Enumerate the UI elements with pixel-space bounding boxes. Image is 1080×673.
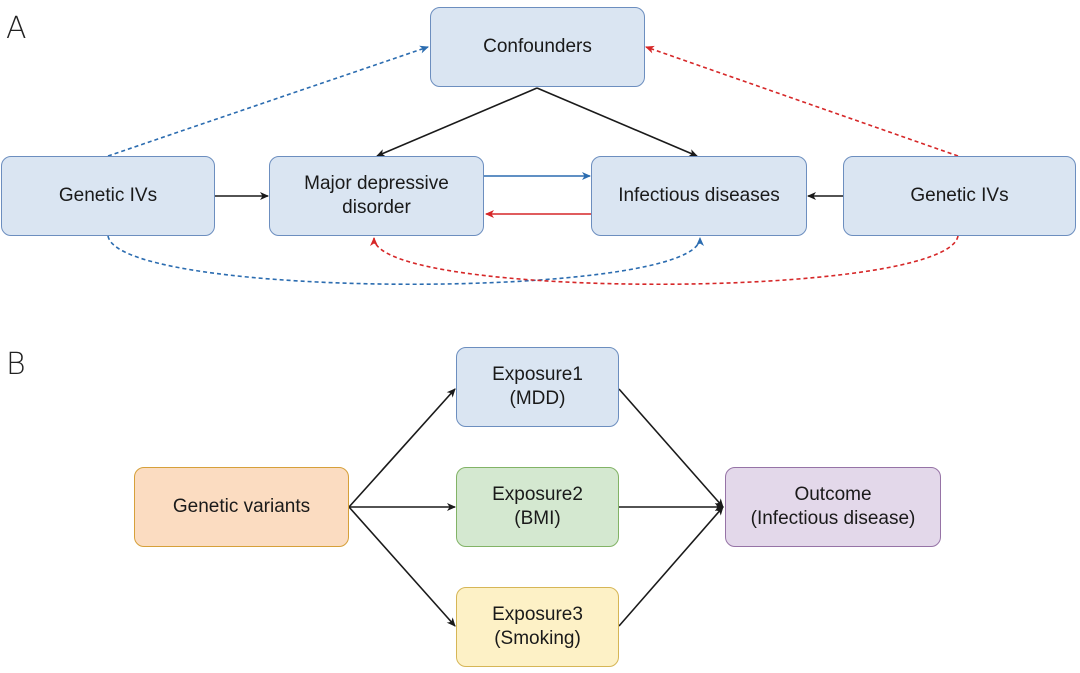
arrow-ivs-left-to-infectious-curve [107,235,704,286]
genetic-ivs-left-box: Genetic IVs [1,156,215,236]
panel-label-b: B [6,347,26,382]
arrow-ivs-left-to-confounders [107,45,429,157]
arrow-confounders-to-infectious [536,87,698,157]
arrow-exp3-to-outcome [618,506,724,627]
infectious-diseases-box: Infectious diseases [591,156,807,236]
panel-label-a: A [6,11,27,46]
genetic-ivs-right-box: Genetic IVs [843,156,1076,236]
arrow-exp1-to-outcome [618,388,724,508]
arrow-variants-to-exp3 [348,506,456,627]
arrow-ivs-right-to-mdd-curve [370,235,959,286]
exposure3-box: Exposure3 (Smoking) [456,587,619,667]
outcome-box: Outcome (Infectious disease) [725,467,941,547]
exposure1-box: Exposure1 (MDD) [456,347,619,427]
exposure2-box: Exposure2 (BMI) [456,467,619,547]
mdd-box: Major depressive disorder [269,156,484,236]
arrow-ivs-right-to-confounders [645,45,959,157]
arrow-confounders-to-mdd [376,87,538,157]
arrow-variants-to-exp1 [348,388,456,508]
genetic-variants-box: Genetic variants [134,467,349,547]
confounders-box: Confounders [430,7,645,87]
